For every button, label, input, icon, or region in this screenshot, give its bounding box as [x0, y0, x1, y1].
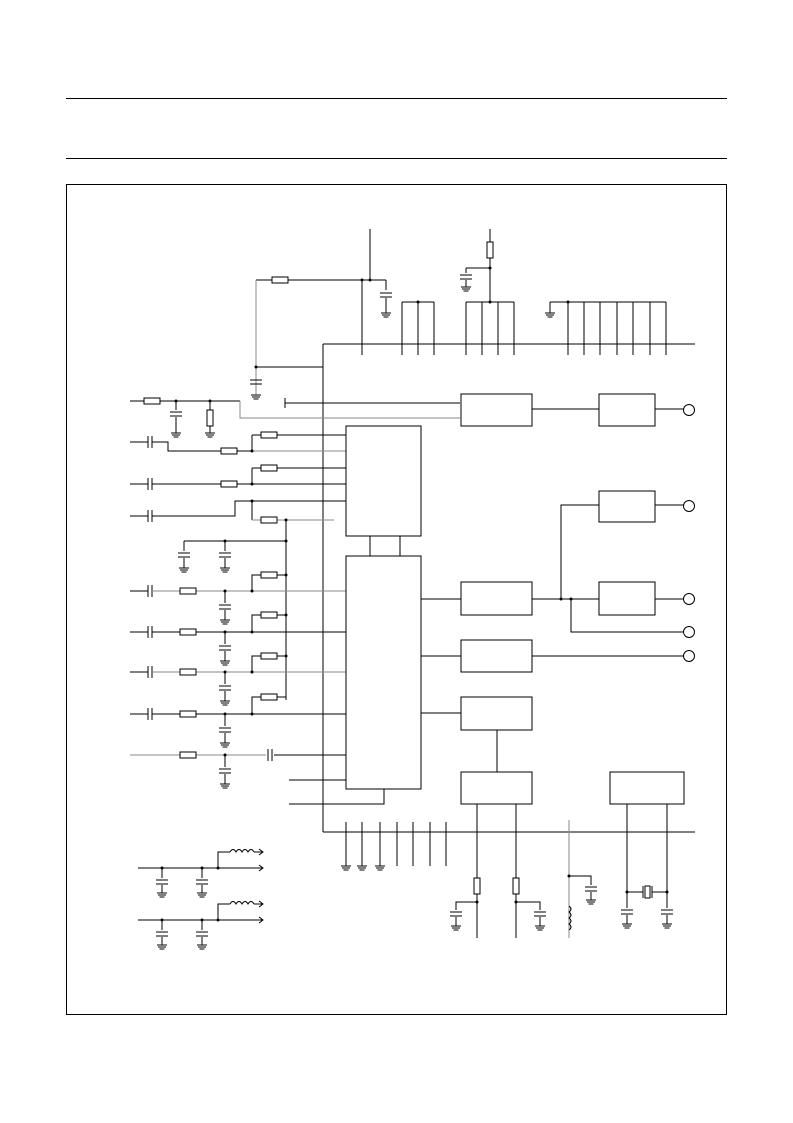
resistor-icon — [512, 877, 520, 895]
resistor-icon — [260, 571, 278, 579]
resistor-icon — [260, 464, 278, 472]
ground-icon — [585, 899, 597, 905]
resistor-icon — [206, 409, 214, 427]
inductor-icon — [568, 905, 572, 931]
ground-icon — [204, 432, 216, 438]
ground-icon — [544, 312, 556, 318]
resistor-icon — [179, 710, 197, 718]
power-filter — [138, 848, 264, 950]
ground-icon — [219, 700, 231, 706]
junction-dots — [160, 266, 669, 922]
capacitor-icon — [195, 879, 209, 885]
top-supply-mid — [459, 229, 515, 355]
ground-icon — [178, 567, 190, 573]
resistor-icon — [260, 431, 278, 439]
resistor-icon — [220, 480, 238, 488]
ground-icon — [156, 892, 168, 898]
ground-icon — [661, 923, 673, 929]
capacitor-icon — [459, 274, 473, 280]
capacitor-icon — [177, 552, 191, 558]
resistor-icon — [179, 587, 197, 595]
capacitor-icon — [147, 707, 153, 721]
terminal-icon — [683, 593, 695, 605]
capacitor-icon — [267, 748, 273, 762]
capacitor-icon — [169, 411, 183, 417]
capacitor-icon — [155, 931, 169, 937]
resistor-icon — [260, 611, 278, 619]
terminal-icon — [683, 650, 695, 662]
ground-icon — [170, 432, 182, 438]
resistor-icon — [179, 668, 197, 676]
inductor-icon — [229, 849, 255, 853]
ground-icon — [356, 865, 368, 871]
ground-icon — [196, 944, 208, 950]
capacitor-icon — [147, 509, 153, 523]
capacitor-icon — [449, 911, 463, 917]
right-blocks — [421, 393, 685, 805]
crystal-icon — [644, 885, 651, 899]
ground-icon — [219, 567, 231, 573]
capacitor-icon — [218, 685, 232, 691]
main-ic — [345, 425, 422, 790]
capacitor-icon — [147, 435, 153, 449]
ground-icon — [196, 892, 208, 898]
resistor-icon — [271, 276, 289, 284]
capacitor-icon — [218, 552, 232, 558]
ground-icon — [156, 944, 168, 950]
header-rule-top — [66, 98, 727, 99]
bus-lines — [256, 343, 695, 833]
capacitor-icon — [155, 879, 169, 885]
capacitor-icon — [195, 931, 209, 937]
capacitor-icon — [147, 665, 153, 679]
figure-frame — [66, 184, 727, 1015]
resistor-icon — [260, 652, 278, 660]
capacitor-icon — [218, 604, 232, 610]
header-rule-bottom — [66, 158, 727, 159]
capacitor-icon — [584, 886, 598, 892]
output-terminals — [683, 404, 695, 662]
ground-icon — [534, 925, 546, 931]
terminal-icon — [683, 626, 695, 638]
resistor-icon — [473, 877, 481, 895]
ground-icon — [460, 286, 472, 292]
capacitor-icon — [218, 768, 232, 774]
input-network — [130, 397, 460, 805]
capacitor-icon — [660, 909, 674, 915]
terminal-icon — [683, 404, 695, 416]
bottom-pins — [340, 804, 674, 938]
top-supply-right — [544, 301, 667, 355]
ground-icon — [250, 394, 262, 400]
capacitor-icon — [620, 909, 634, 915]
top-supply-left — [249, 229, 435, 400]
terminal-icon — [683, 500, 695, 512]
capacitor-icon — [147, 477, 153, 491]
resistor-icon — [260, 693, 278, 701]
capacitor-icon — [533, 911, 547, 917]
ground-icon — [219, 783, 231, 789]
capacitor-icon — [147, 584, 153, 598]
ground-icon — [219, 742, 231, 748]
ground-icon — [450, 925, 462, 931]
inductor-icon — [229, 901, 255, 905]
resistor-icon — [486, 241, 494, 259]
capacitor-icon — [147, 625, 153, 639]
resistor-icon — [143, 397, 161, 405]
ground-icon — [374, 865, 386, 871]
resistor-icon — [260, 516, 278, 524]
resistor-icon — [179, 751, 197, 759]
capacitor-icon — [379, 292, 393, 298]
ground-icon — [380, 312, 392, 318]
capacitor-icon — [218, 645, 232, 651]
resistor-icon — [220, 447, 238, 455]
ground-icon — [219, 619, 231, 625]
capacitor-icon — [218, 727, 232, 733]
resistor-icon — [179, 628, 197, 636]
ground-icon — [219, 660, 231, 666]
ground-icon — [340, 865, 352, 871]
ground-icon — [621, 923, 633, 929]
